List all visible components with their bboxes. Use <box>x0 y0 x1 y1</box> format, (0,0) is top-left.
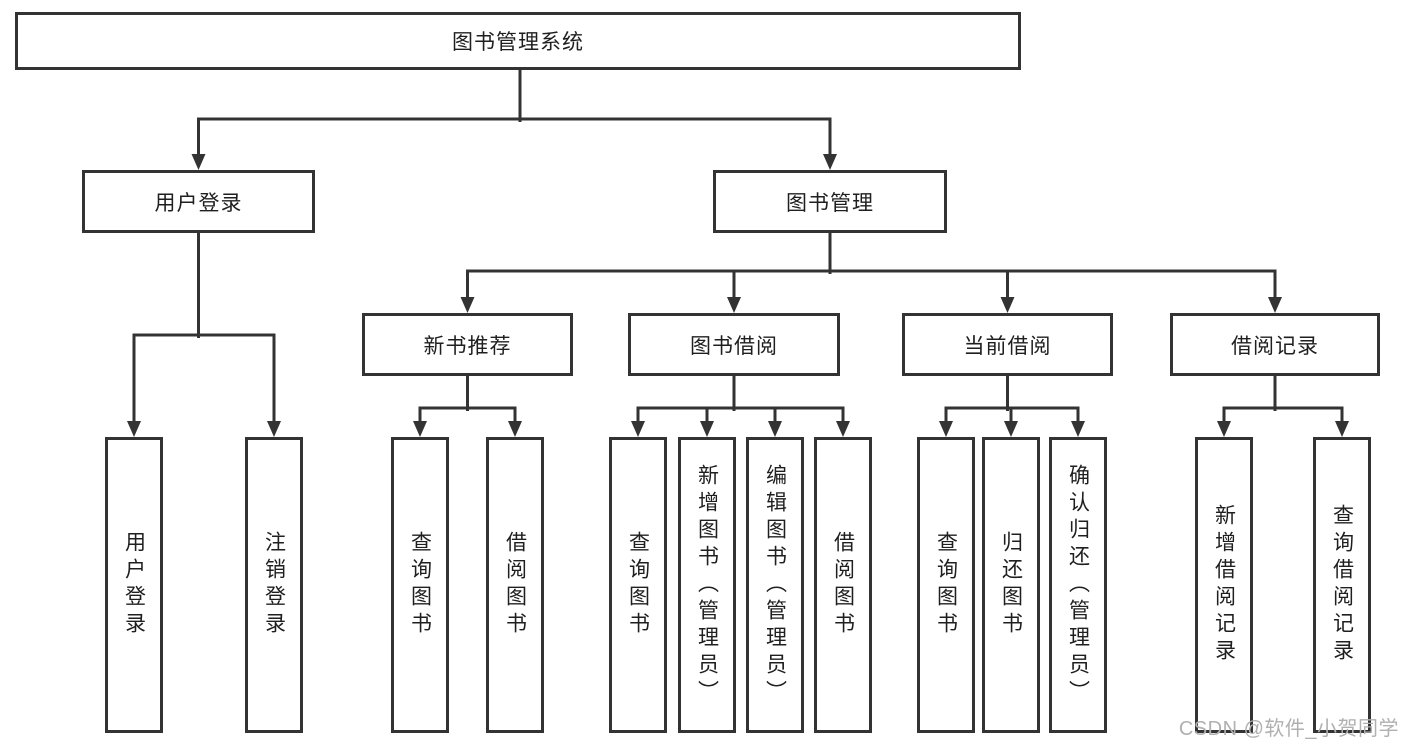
node-leaf-add-borrow-record: 新增借阅记录 <box>1195 437 1253 733</box>
node-label: 新书推荐 <box>423 334 512 358</box>
node-label: 借阅图书 <box>831 531 855 639</box>
node-label: 确认归还（管理员） <box>1066 463 1090 707</box>
node-label: 当前借阅 <box>963 334 1052 358</box>
node-label: 新增图书（管理员） <box>695 463 719 707</box>
node-label: 查询图书 <box>408 531 432 639</box>
node-label: 查询借阅记录 <box>1330 504 1354 666</box>
node-leaf-return-books: 归还图书 <box>982 437 1040 733</box>
node-book-management: 图书管理 <box>713 170 947 233</box>
node-leaf-query-books-1: 查询图书 <box>391 437 449 733</box>
node-leaf-borrow-books-2: 借阅图书 <box>814 437 872 733</box>
node-label: 借阅图书 <box>503 531 527 639</box>
node-label: 归还图书 <box>999 531 1023 639</box>
node-borrow-records: 借阅记录 <box>1170 313 1380 376</box>
node-current-borrow: 当前借阅 <box>902 313 1113 376</box>
node-book-borrow: 图书借阅 <box>628 313 840 376</box>
node-leaf-user-login: 用户登录 <box>105 437 163 733</box>
node-label: 图书管理系统 <box>452 31 584 54</box>
node-label: 查询图书 <box>934 531 958 639</box>
node-library-system: 图书管理系统 <box>15 12 1021 70</box>
node-user-login: 用户登录 <box>82 170 315 233</box>
node-leaf-borrow-books-1: 借阅图书 <box>486 437 544 733</box>
node-label: 用户登录 <box>122 531 146 639</box>
node-leaf-confirm-return-admin: 确认归还（管理员） <box>1049 437 1107 733</box>
node-new-book-recommend: 新书推荐 <box>362 313 573 376</box>
node-label: 查询图书 <box>626 531 650 639</box>
node-leaf-edit-books-admin: 编辑图书（管理员） <box>746 437 804 733</box>
node-label: 图书借阅 <box>690 334 778 358</box>
node-label: 图书管理 <box>786 191 874 215</box>
node-label: 用户登录 <box>154 191 243 215</box>
node-leaf-query-books-3: 查询图书 <box>917 437 975 733</box>
node-label: 借阅记录 <box>1231 334 1319 358</box>
node-label: 新增借阅记录 <box>1212 504 1236 666</box>
node-leaf-query-borrow-record: 查询借阅记录 <box>1313 437 1371 733</box>
node-leaf-query-books-2: 查询图书 <box>609 437 667 733</box>
node-leaf-add-books-admin: 新增图书（管理员） <box>678 437 736 733</box>
node-label: 编辑图书（管理员） <box>763 463 787 707</box>
node-label: 注销登录 <box>262 531 286 639</box>
node-leaf-logout: 注销登录 <box>245 437 303 733</box>
